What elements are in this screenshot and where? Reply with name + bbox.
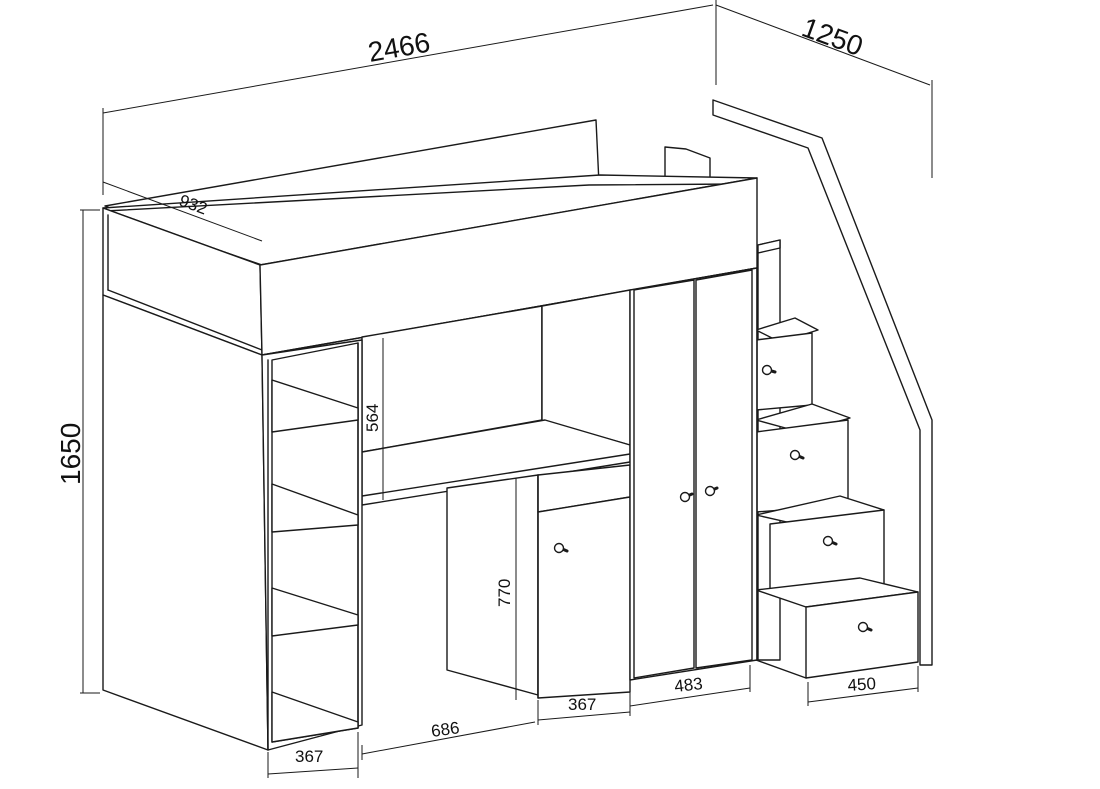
- label-desk-clearance: 564: [363, 404, 382, 432]
- label-stair-width: 450: [847, 674, 877, 695]
- label-shelf-width: 367: [295, 747, 323, 766]
- shelf-1: [271, 379, 359, 433]
- stair-drawer-knob-2: [789, 449, 805, 461]
- pedestal-door: [537, 496, 631, 699]
- staircase-cabinet: [755, 239, 919, 679]
- wardrobe-door-left: [633, 279, 695, 679]
- stair-drawer-knob-4: [857, 621, 873, 633]
- bookshelf-tower: [102, 294, 363, 751]
- label-wardrobe-width: 483: [673, 674, 703, 696]
- dimension-shelf-width: 367: [267, 732, 359, 778]
- dimension-stair-width: 450: [807, 666, 919, 706]
- stair-drawer-knob-3: [822, 535, 838, 547]
- pedestal-door-knob: [553, 542, 569, 554]
- wardrobe-knob-right: [704, 485, 719, 497]
- stair-drawer-knob-1: [761, 364, 777, 376]
- dimension-wardrobe-width: 483: [629, 665, 751, 710]
- label-total-length: 2466: [366, 27, 433, 68]
- stair-guard-panel: [712, 99, 933, 666]
- wardrobe-door-right: [695, 269, 753, 669]
- wardrobe: [629, 267, 758, 681]
- shelf-2: [271, 483, 359, 533]
- desk-pedestal: [446, 464, 631, 699]
- dimension-cabinet-height: 770: [495, 478, 517, 700]
- label-desk-width: 686: [430, 718, 461, 741]
- dimension-desk-width: 686: [361, 718, 536, 760]
- dimension-total-height: 1650: [55, 209, 100, 694]
- desk-back-panel: [361, 289, 631, 453]
- label-cabinet-width: 367: [568, 695, 596, 714]
- label-cabinet-height: 770: [495, 579, 514, 607]
- dimension-cabinet-width: 367: [537, 695, 631, 725]
- label-depth: 1250: [798, 12, 867, 62]
- label-total-height: 1650: [55, 423, 86, 485]
- dimension-desk-clearance: 564: [363, 338, 384, 500]
- stair-drawer-4: [805, 591, 919, 679]
- shelf-4: [271, 691, 359, 743]
- shelf-3: [271, 587, 359, 637]
- bed-frame: [102, 174, 758, 356]
- wardrobe-knob-left: [679, 491, 694, 503]
